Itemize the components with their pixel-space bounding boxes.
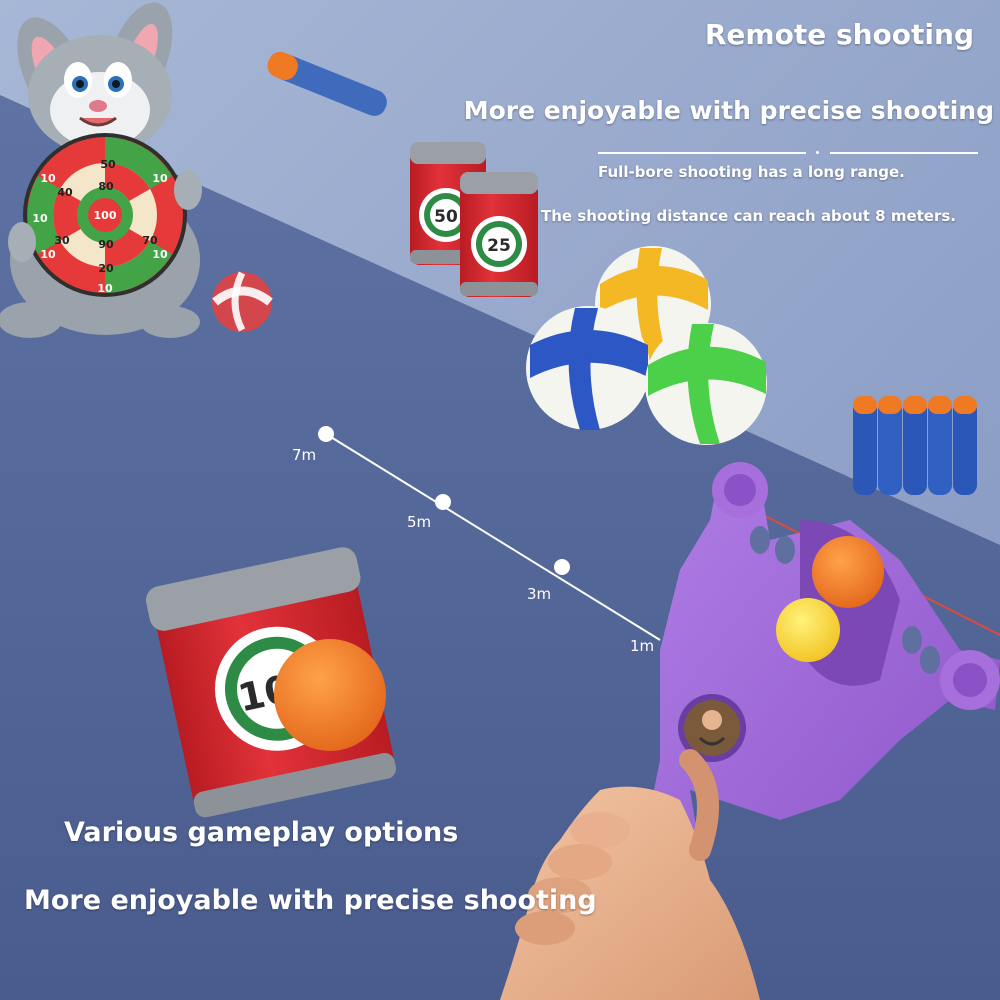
decorative-divider: [830, 152, 978, 154]
dartboard-70-label: 70: [142, 234, 158, 247]
dartboard-20-label: 20: [98, 262, 114, 275]
subheadline-top: More enjoyable with precise shooting: [463, 96, 994, 125]
sticky-ball-green: [645, 323, 767, 445]
caption-precise: More enjoyable with precise shooting: [24, 885, 597, 916]
distance-marker-5m: 5m: [407, 513, 432, 531]
dartboard-center-label: 100: [94, 209, 117, 222]
dartboard-30-label: 30: [54, 234, 70, 247]
distance-marker-7m: 7m: [292, 446, 317, 464]
bunny-dartboard: 100 50 40 80 30 90 70 20 10 10 10 10 10 …: [0, 2, 202, 338]
target-can-25: 25: [460, 172, 538, 297]
flying-sticky-ball: [212, 271, 273, 332]
dartboard-outer-label: 10: [40, 172, 56, 185]
feature-text-distance: The shooting distance can reach about 8 …: [541, 207, 957, 225]
dartboard-outer-label: 10: [32, 212, 48, 225]
sticky-ball-blue: [526, 306, 650, 430]
dartboard-80-label: 80: [98, 180, 114, 193]
distance-marker-3m: 3m: [527, 585, 552, 603]
distance-marker-1m: 1m: [630, 637, 655, 655]
can-label: 50: [434, 207, 458, 227]
dartboard-outer-label: 10: [152, 248, 168, 261]
dartboard-outer-label: 10: [97, 282, 113, 295]
dartboard-50-label: 50: [100, 158, 116, 171]
dartboard-outer-label: 10: [40, 248, 56, 261]
distance-path: [318, 426, 661, 641]
dartboard-outer-label: 10: [152, 172, 168, 185]
flying-foam-dart: [267, 51, 387, 116]
hand: [500, 749, 760, 1000]
caption-gameplay: Various gameplay options: [64, 817, 459, 848]
can-label: 25: [487, 236, 511, 256]
dartboard-90-label: 90: [98, 238, 114, 251]
foam-dart-pack: [853, 396, 977, 495]
slingshot: [640, 462, 1000, 940]
orange-foam-ball-large: [274, 639, 386, 751]
decorative-divider-dot: [816, 151, 819, 154]
decorative-divider: [598, 152, 806, 154]
dartboard-40-label: 40: [57, 186, 73, 199]
headline: Remote shooting: [704, 18, 974, 51]
feature-text-range: Full-bore shooting has a long range.: [598, 163, 905, 181]
